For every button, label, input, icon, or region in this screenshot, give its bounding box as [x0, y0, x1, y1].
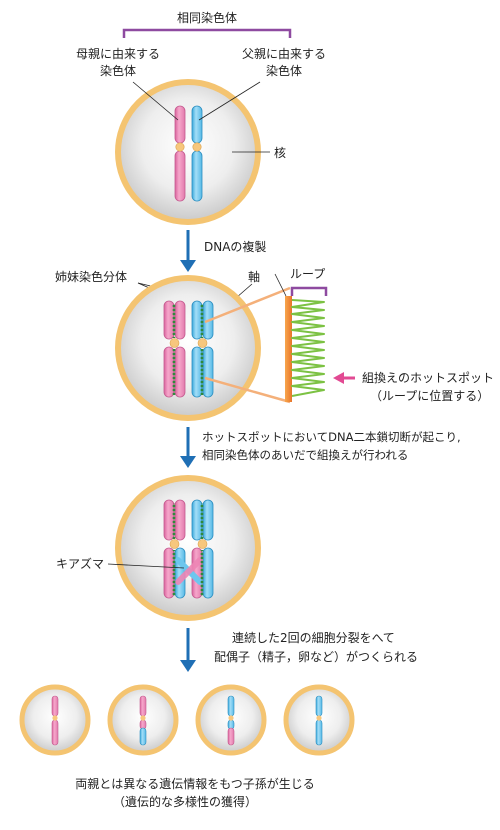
maternal-chromatid-b-top-3 [174, 499, 186, 541]
maternal-axis-beads-bottom [172, 349, 176, 395]
homologous-chromosomes-label: 相同染色体 [177, 10, 237, 25]
paternal-centromere [192, 142, 202, 152]
maternal-chromatid-b-top [174, 300, 186, 340]
sister-chromatids-label: 姉妹染色分体 [55, 269, 127, 284]
gamete-2-chromatid-top [139, 695, 147, 717]
gamete-1-chromatid-bottom [51, 719, 59, 746]
paternal-axis-beads-bottom [200, 349, 204, 395]
gamete-3-centromere [228, 715, 234, 721]
homologous-bracket [122, 28, 292, 38]
hotspot-label-line2: （ループに位置する） [370, 388, 489, 403]
paternal-axis-beads-top-3 [200, 503, 204, 539]
maternal-centromere-2 [169, 338, 180, 348]
paternal-chromosome-bottom [191, 150, 203, 202]
paternal-centromere-3 [197, 539, 208, 549]
loop-label-leader [274, 273, 287, 297]
stage2-replicated: 姉妹染色分体 軸 ループ [55, 267, 494, 421]
chiasma-label: キアズマ [56, 556, 104, 571]
cell-2 [115, 275, 261, 421]
gamete-2-chromatid-bottom [139, 727, 147, 746]
flow-arrow-1 [180, 230, 196, 272]
gamete-1-chromatid-top [51, 695, 59, 717]
cell-3 [115, 475, 261, 621]
maternal-chromosome-top [174, 105, 186, 144]
chiasma-leader [107, 563, 185, 569]
maternal-axis-beads-top-3 [172, 503, 176, 539]
maternal-chromatid-b-bottom [174, 346, 186, 398]
gamete-4-centromere [316, 715, 322, 721]
maternal-centromere-3 [169, 539, 180, 549]
gamete-3-chromatid-mid [227, 719, 235, 730]
gamete-2-chromatid-mid [139, 719, 147, 730]
paternal-label-line2: 染色体 [266, 63, 302, 78]
loop-bracket [290, 286, 328, 296]
axis-label: 軸 [248, 270, 260, 284]
maternal-chromosome-bottom [174, 150, 186, 202]
gamete-4-chromatid-bottom [315, 719, 323, 746]
zoom-line-top [204, 286, 291, 324]
stage1-homologous-pair: 相同染色体 母親に由来する 染色体 父親に由来する 染色体 核 [76, 10, 326, 225]
gamete-1-centromere [52, 715, 58, 721]
nucleus-label: 核 [274, 146, 286, 160]
paternal-chromatid-b-bottom [202, 346, 214, 398]
step2-text-line1: ホットスポットにおいてDNA二本鎖切断が起こり, [202, 430, 461, 444]
stage4-gametes [19, 684, 355, 756]
loop-label: ループ [290, 267, 325, 281]
maternal-axis-beads-bottom-3 [172, 550, 176, 596]
chiasma-cross-blue [175, 557, 203, 585]
hotspot-label-line1: 組換えのホットスポット [362, 371, 494, 385]
paternal-axis-beads-top [200, 304, 204, 338]
paternal-chromosome-top [191, 105, 203, 144]
step3-text-line2: 配偶子（精子，卵など）がつくられる [214, 649, 418, 664]
step1-text: DNAの複製 [204, 239, 266, 254]
axis-bar [285, 296, 292, 402]
flow-arrow-3 [180, 628, 196, 672]
paternal-centromere-2 [197, 338, 208, 348]
gamete-3-chromatid-bottom [227, 727, 235, 746]
step3-text-line1: 連続した2回の細胞分裂をへて [232, 631, 395, 645]
conclusion-line1: 両親とは異なる遺伝情報をもつ子孫が生じる [75, 776, 315, 791]
zoom-line-bottom [204, 376, 291, 404]
maternal-leader [132, 81, 179, 121]
paternal-chromatid-b-top-3 [202, 499, 214, 541]
flow-arrow-2 [180, 427, 196, 468]
gamete-4-chromatid-top [315, 695, 323, 717]
maternal-label-line2: 染色体 [100, 63, 136, 78]
maternal-axis-beads-top [172, 304, 176, 338]
chromatin-loops [291, 299, 325, 397]
paternal-axis-beads-bottom-3 [200, 550, 204, 596]
paternal-label-line1: 父親に由来する [242, 47, 326, 61]
maternal-label-line1: 母親に由来する [76, 47, 160, 61]
hotspot-arrow [333, 372, 355, 384]
maternal-centromere [175, 142, 185, 152]
stage3-chiasma: キアズマ [56, 475, 261, 621]
gamete-3-chromatid-top [227, 695, 235, 717]
gamete-2-centromere [140, 715, 146, 721]
step2-text-line2: 相同染色体のあいだで組換えが行われる [202, 448, 408, 462]
paternal-leader [198, 81, 261, 121]
paternal-chromatid-b-bottom-3 [202, 547, 214, 599]
conclusion-line2: （遺伝的な多様性の獲得） [113, 794, 257, 809]
